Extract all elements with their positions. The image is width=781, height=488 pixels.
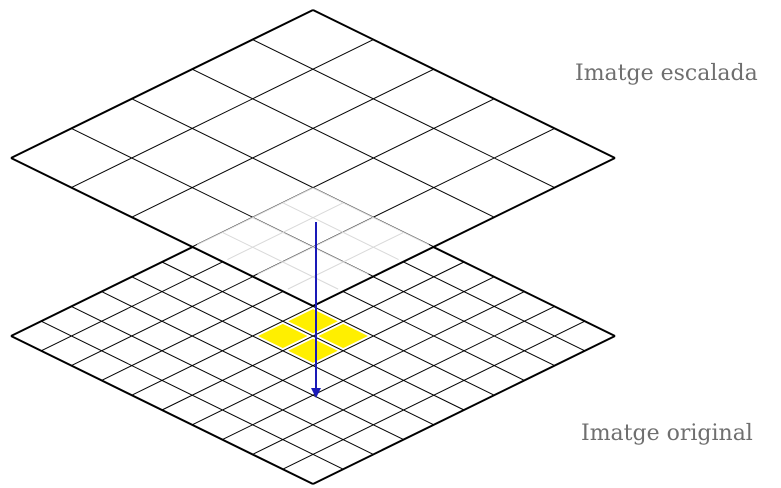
original-grid-line-v-10 bbox=[10, 335, 314, 485]
original-grid-line-u-7 bbox=[222, 291, 525, 441]
scaled-grid-line-v-2 bbox=[191, 68, 495, 218]
original-grid-line-v-6 bbox=[131, 276, 435, 426]
highlighted-pixels bbox=[258, 309, 368, 363]
highlighted-pixel-2 bbox=[288, 309, 338, 334]
hidden-line-v-1 bbox=[282, 202, 399, 260]
hidden-line-u-1 bbox=[227, 202, 344, 260]
hidden-grid-under-top-layer bbox=[197, 187, 429, 290]
highlighted-pixel-0 bbox=[318, 323, 368, 349]
mapping-arrow bbox=[311, 222, 321, 398]
original-grid-line-u-9 bbox=[282, 320, 586, 470]
scaled-grid-line-u-2 bbox=[131, 68, 435, 218]
hidden-line-u-3 bbox=[287, 231, 404, 290]
highlighted-pixel-3 bbox=[258, 323, 308, 349]
hidden-line-v-2 bbox=[252, 217, 369, 275]
hidden-line-v-0 bbox=[312, 187, 429, 246]
original-image-label: Imatge original bbox=[581, 421, 753, 446]
scaled-image-label: Imatge escalada bbox=[575, 61, 758, 86]
original-grid-line-u-6 bbox=[191, 276, 495, 426]
scaled-grid-line-v-5 bbox=[10, 157, 314, 307]
scaled-image-grid bbox=[10, 9, 616, 307]
original-image-grid bbox=[10, 187, 616, 485]
hidden-line-u-0 bbox=[197, 187, 314, 246]
scaled-grid-line-u-5 bbox=[312, 157, 616, 307]
original-grid-line-u-8 bbox=[252, 305, 555, 455]
highlighted-pixel-1 bbox=[288, 338, 338, 363]
scaled-grid-line-u-0 bbox=[10, 9, 314, 159]
original-grid-line-v-8 bbox=[71, 305, 374, 455]
arrow-head bbox=[311, 388, 321, 398]
scaled-grid-line-v-1 bbox=[252, 39, 555, 189]
original-grid-line-v-5 bbox=[161, 261, 465, 411]
scaled-image-surface bbox=[11, 10, 615, 306]
original-grid-line-v-7 bbox=[101, 291, 404, 441]
scaled-grid-line-u-1 bbox=[71, 39, 374, 189]
original-grid-line-v-9 bbox=[40, 320, 344, 470]
original-grid-line-u-10 bbox=[312, 335, 616, 485]
hidden-line-v-3 bbox=[222, 231, 339, 290]
scaled-grid-line-v-0 bbox=[312, 9, 616, 159]
